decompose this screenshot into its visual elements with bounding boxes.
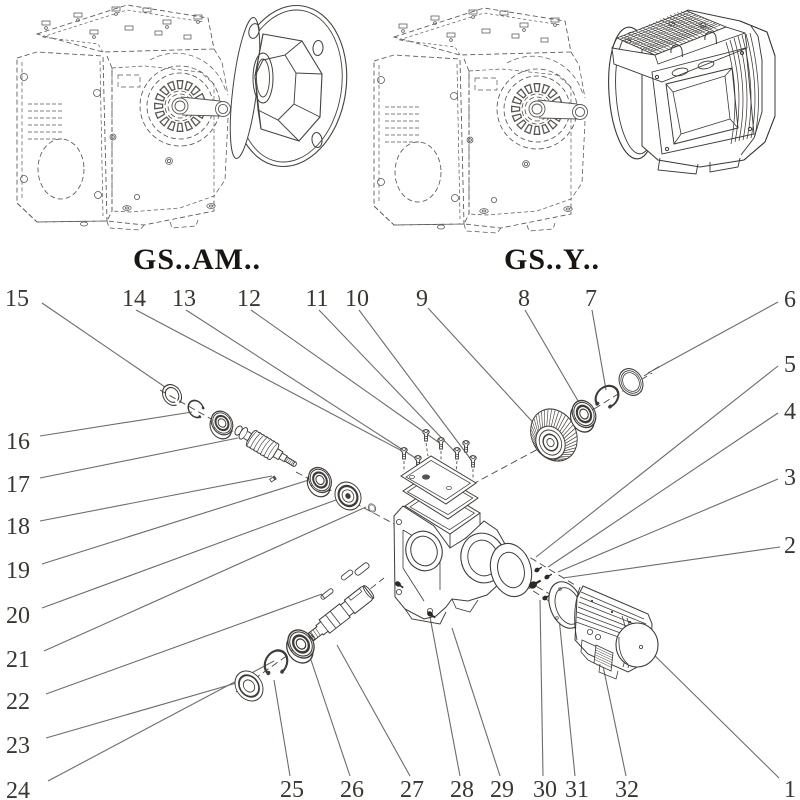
- svg-text:23: 23: [6, 733, 30, 759]
- svg-text:18: 18: [6, 514, 30, 540]
- svg-text:10: 10: [345, 286, 369, 312]
- svg-text:24: 24: [6, 778, 30, 800]
- svg-text:3: 3: [784, 465, 796, 491]
- svg-text:12: 12: [237, 286, 261, 312]
- svg-text:17: 17: [6, 472, 30, 498]
- svg-text:22: 22: [6, 689, 30, 715]
- svg-text:7: 7: [585, 286, 597, 312]
- svg-text:16: 16: [6, 429, 30, 455]
- svg-text:13: 13: [172, 286, 196, 312]
- svg-text:29: 29: [490, 777, 514, 800]
- svg-text:4: 4: [784, 399, 796, 425]
- svg-text:20: 20: [6, 603, 30, 629]
- svg-text:27: 27: [400, 777, 424, 800]
- svg-text:GS..AM..: GS..AM..: [133, 243, 261, 276]
- svg-text:21: 21: [6, 647, 30, 673]
- svg-text:14: 14: [122, 286, 146, 312]
- svg-text:9: 9: [416, 286, 428, 312]
- svg-text:1: 1: [784, 777, 796, 800]
- svg-text:5: 5: [784, 352, 796, 378]
- svg-text:15: 15: [5, 286, 29, 312]
- svg-text:25: 25: [280, 777, 304, 800]
- svg-text:32: 32: [615, 777, 639, 800]
- svg-text:6: 6: [784, 287, 796, 313]
- svg-text:8: 8: [518, 286, 530, 312]
- svg-text:31: 31: [565, 777, 589, 800]
- svg-text:26: 26: [340, 777, 364, 800]
- svg-text:19: 19: [6, 558, 30, 584]
- svg-text:GS..Y..: GS..Y..: [504, 243, 600, 276]
- svg-text:28: 28: [450, 777, 474, 800]
- svg-text:2: 2: [784, 533, 796, 559]
- svg-text:11: 11: [305, 286, 328, 312]
- svg-text:30: 30: [533, 777, 557, 800]
